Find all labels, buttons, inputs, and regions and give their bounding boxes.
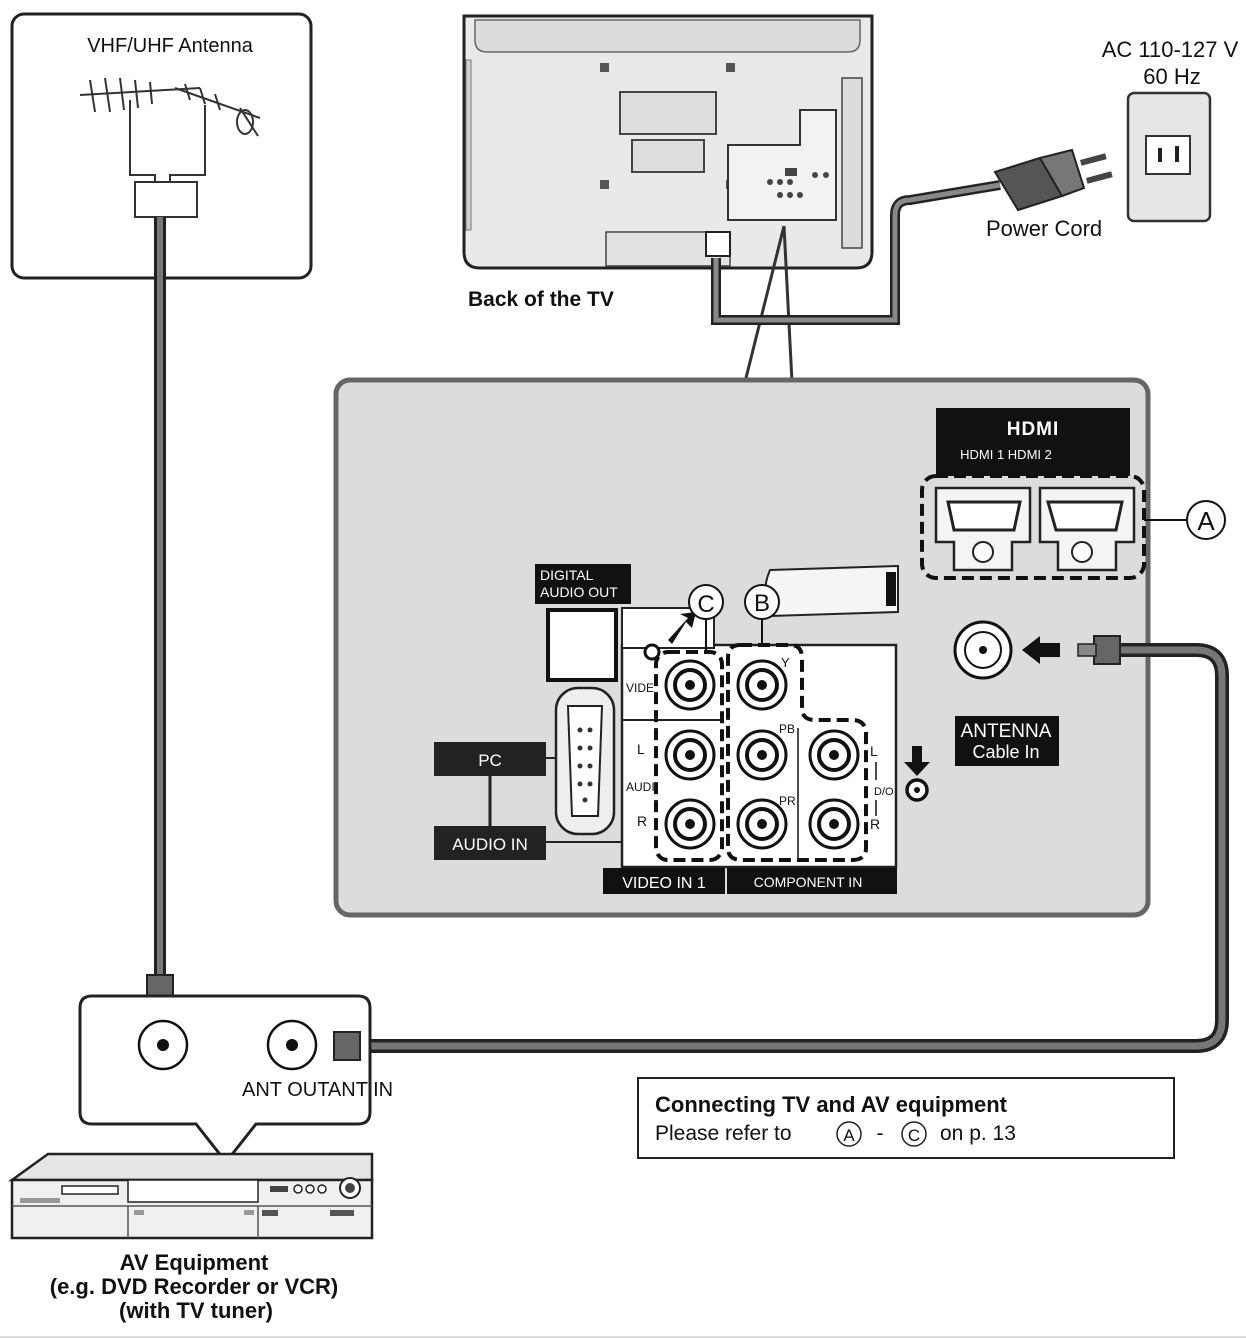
pc-label: PC <box>478 751 502 770</box>
video-in-left-label: L <box>637 741 645 757</box>
hdmi-port-1[interactable] <box>934 486 1032 572</box>
y-label: Y <box>781 655 790 670</box>
ant-out-port[interactable] <box>137 1019 189 1071</box>
video-in-1-label: VIDEO IN 1 <box>622 875 706 892</box>
down-arrow-icon <box>904 746 930 776</box>
hdmi-ports-label: HDMI 1 HDMI 2 <box>960 447 1052 462</box>
video-label: VIDE <box>626 681 654 695</box>
left-arrow-icon <box>1022 636 1060 664</box>
rca-pr-jack[interactable] <box>736 798 788 850</box>
antenna-input-label-2: Cable In <box>972 742 1039 762</box>
av-ports-label: ANT OUTANT IN <box>242 1079 393 1101</box>
dvd-recorder-icon <box>8 1152 374 1240</box>
tv-back-label: Back of the TV <box>468 288 614 311</box>
wall-outlet-icon <box>1126 91 1212 223</box>
vga-port[interactable] <box>554 686 616 836</box>
rca-audio-left-jack[interactable] <box>664 729 716 781</box>
pc-input-section: PC AUDIO IN <box>434 686 622 860</box>
tv-antenna-input[interactable] <box>953 620 1013 680</box>
note-ref-a: A <box>843 1126 855 1145</box>
av-equipment-name: AV Equipment <box>120 1250 269 1275</box>
note-title: Connecting TV and AV equipment <box>655 1092 1008 1117</box>
coax-connector-av <box>333 1031 361 1061</box>
card-slot <box>764 564 899 618</box>
hdmi-port-2[interactable] <box>1038 486 1136 572</box>
note-dash: - <box>877 1122 884 1145</box>
callout-b-label: B <box>754 590 770 617</box>
antenna-icon <box>79 77 261 185</box>
antenna-input-label-1: ANTENNA <box>961 721 1052 742</box>
note-ref-c: C <box>908 1126 920 1145</box>
callout-c-label: C <box>697 591 714 618</box>
antenna-box: VHF/UHF Antenna <box>10 12 313 280</box>
power-cord-cable <box>711 180 1001 325</box>
audio-label: AUDI <box>626 780 655 794</box>
component-audio-label: D/O <box>874 786 894 798</box>
av-equipment-example: (e.g. DVD Recorder or VCR) <box>50 1274 339 1299</box>
power-spec-line2: 60 Hz <box>1143 64 1200 89</box>
component-in-group: B Y PB PR L D/O R <box>726 584 894 862</box>
digital-audio-label-2: AUDIO OUT <box>540 584 618 600</box>
note-box: Connecting TV and AV equipment Please re… <box>637 1077 1175 1159</box>
antenna-to-tv-cable <box>360 643 1229 1053</box>
rca-y-jack[interactable] <box>736 659 788 711</box>
rca-component-audio-left-jack[interactable] <box>808 729 860 781</box>
arrow-icon <box>668 612 696 644</box>
audio-in-label: AUDIO IN <box>452 835 528 854</box>
rca-pb-jack[interactable] <box>736 729 788 781</box>
power-spec-line1: AC 110-127 V <box>1102 37 1239 62</box>
antenna-cable <box>146 217 174 1006</box>
video-in-1-group: C VIDE L AUDI R <box>626 584 724 862</box>
digital-audio-label-1: DIGITAL <box>540 567 594 583</box>
power-cord-label: Power Cord <box>986 216 1102 241</box>
note-body-suffix: on p. 13 <box>940 1122 1016 1145</box>
headphone-jack[interactable] <box>904 746 930 802</box>
coax-connector-tv <box>1077 635 1121 665</box>
callout-a-label: A <box>1197 506 1215 536</box>
ant-in-port[interactable] <box>266 1019 318 1071</box>
rca-component-audio-right-jack[interactable] <box>808 798 860 850</box>
video-in-right-label: R <box>637 813 647 829</box>
tv-back-illustration <box>462 14 874 270</box>
digital-audio-out: DIGITAL AUDIO OUT <box>535 564 631 682</box>
av-equipment-note: (with TV tuner) <box>119 1298 273 1323</box>
power-plug-icon <box>993 148 1113 212</box>
pb-label: PB <box>779 722 795 736</box>
optical-port[interactable] <box>546 608 618 682</box>
pr-label: PR <box>779 794 796 808</box>
antenna-splitter <box>134 181 198 218</box>
hdmi-section: HDMI HDMI 1 HDMI 2 A <box>920 408 1226 580</box>
zoom-callout-lines <box>743 225 794 383</box>
component-right-label: R <box>870 816 880 832</box>
antenna-label: VHF/UHF Antenna <box>87 35 254 57</box>
component-in-label: COMPONENT IN <box>754 874 863 890</box>
rca-video-jack[interactable] <box>664 659 716 711</box>
hdmi-logo: HDMI <box>1007 419 1060 440</box>
component-left-label: L <box>870 743 878 759</box>
rca-audio-right-jack[interactable] <box>664 798 716 850</box>
av-equipment-ports-bubble <box>78 994 372 1165</box>
note-body-prefix: Please refer to <box>655 1122 792 1145</box>
